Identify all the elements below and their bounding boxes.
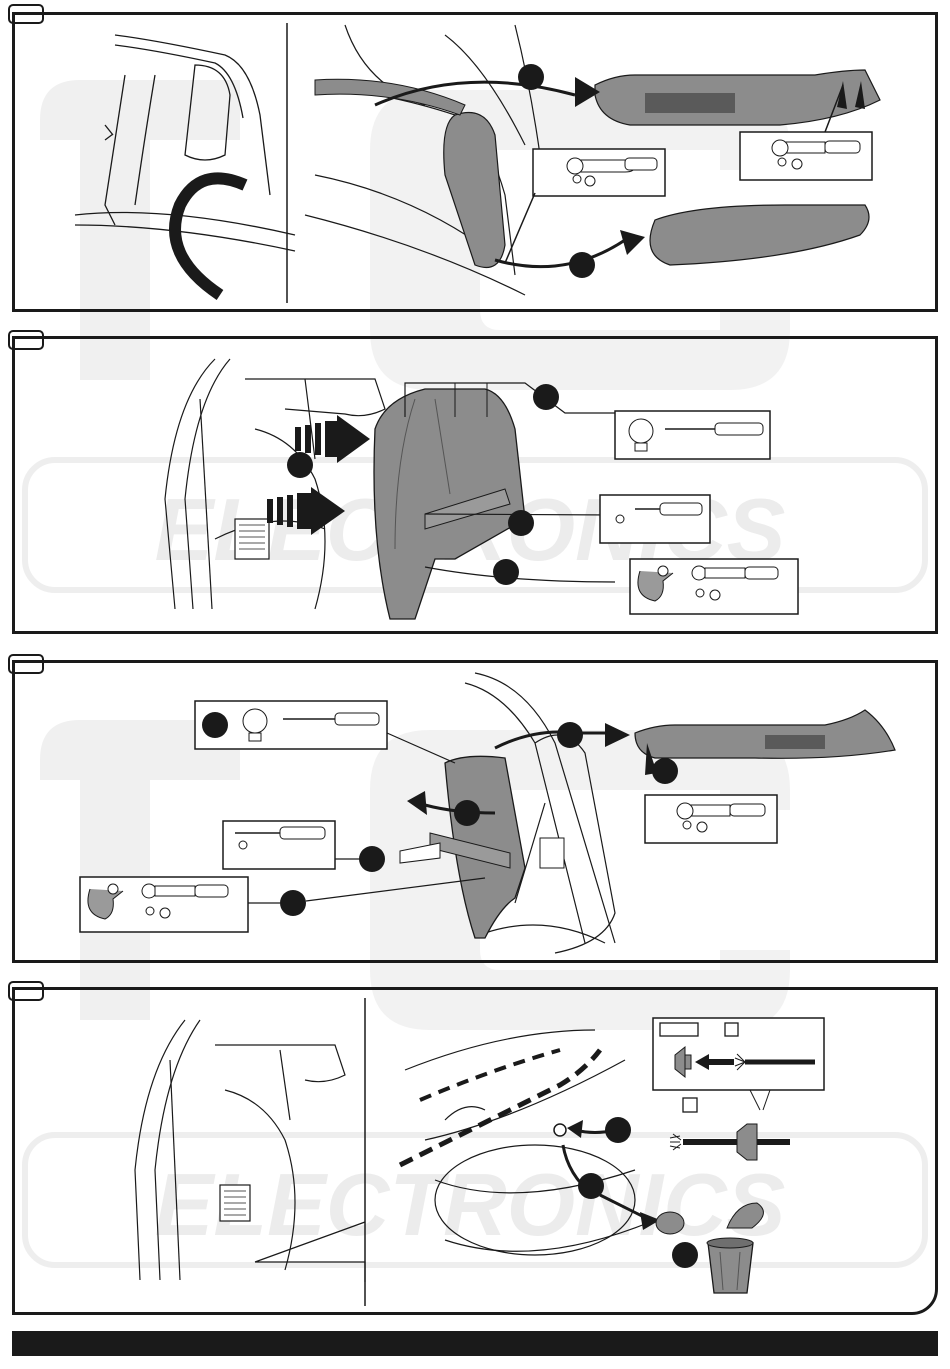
- grommet-wire-icon: [670, 1124, 790, 1160]
- hook-ratchet-icon: [630, 559, 798, 614]
- bare-trunk-wall-illustration: [135, 1020, 365, 1282]
- step-1-marker-a: [518, 64, 544, 90]
- move-direction-arrow-lower: [267, 487, 345, 535]
- phillips-screwdriver-icon: [223, 821, 335, 869]
- arrow-to-sill-plate: [375, 82, 575, 105]
- step-4-marker-a: [605, 1117, 631, 1143]
- footer-bar: [12, 1331, 938, 1356]
- sill-plate-part: [595, 70, 880, 125]
- hook-ratchet-icon: [80, 877, 248, 932]
- ratchet-socket-icon: [645, 795, 777, 843]
- ratchet-socket-icon: [740, 132, 872, 180]
- step-2-marker-d: [493, 559, 519, 585]
- step-3-panel: [12, 660, 938, 963]
- trash-bin-icon: [707, 1203, 763, 1293]
- step-2-marker-a: [287, 452, 313, 478]
- ratchet-socket-icon: [533, 149, 665, 196]
- phillips-screwdriver-icon: [600, 495, 710, 543]
- car-door-opening-illustration: [75, 35, 295, 251]
- step-4-marker-c: [672, 1242, 698, 1268]
- removed-grommet: [656, 1212, 684, 1234]
- trim-panel-grey: [444, 113, 505, 268]
- side-trim-part: [650, 205, 869, 265]
- clip-screwdriver-icon: [195, 701, 387, 749]
- arrow-to-side-trim: [495, 240, 625, 267]
- sill-plate-part: [635, 710, 895, 758]
- step-4-panel: [12, 987, 938, 1315]
- trunk-side-wall-illustration: [165, 359, 385, 609]
- step-1-panel: [12, 12, 938, 312]
- step-3-marker-b: [557, 722, 583, 748]
- grommet-wire-icon: [653, 1018, 824, 1090]
- step-1-marker-b: [569, 252, 595, 278]
- step-3-marker-a: [454, 800, 480, 826]
- step-3-marker-e: [280, 890, 306, 916]
- clip-screwdriver-icon: [615, 411, 770, 459]
- step-3-marker-d: [359, 846, 385, 872]
- step-2-panel: [12, 336, 938, 634]
- door-seal-arrow: [175, 178, 245, 295]
- step-2-marker-c: [508, 510, 534, 536]
- step-2-marker-b: [533, 384, 559, 410]
